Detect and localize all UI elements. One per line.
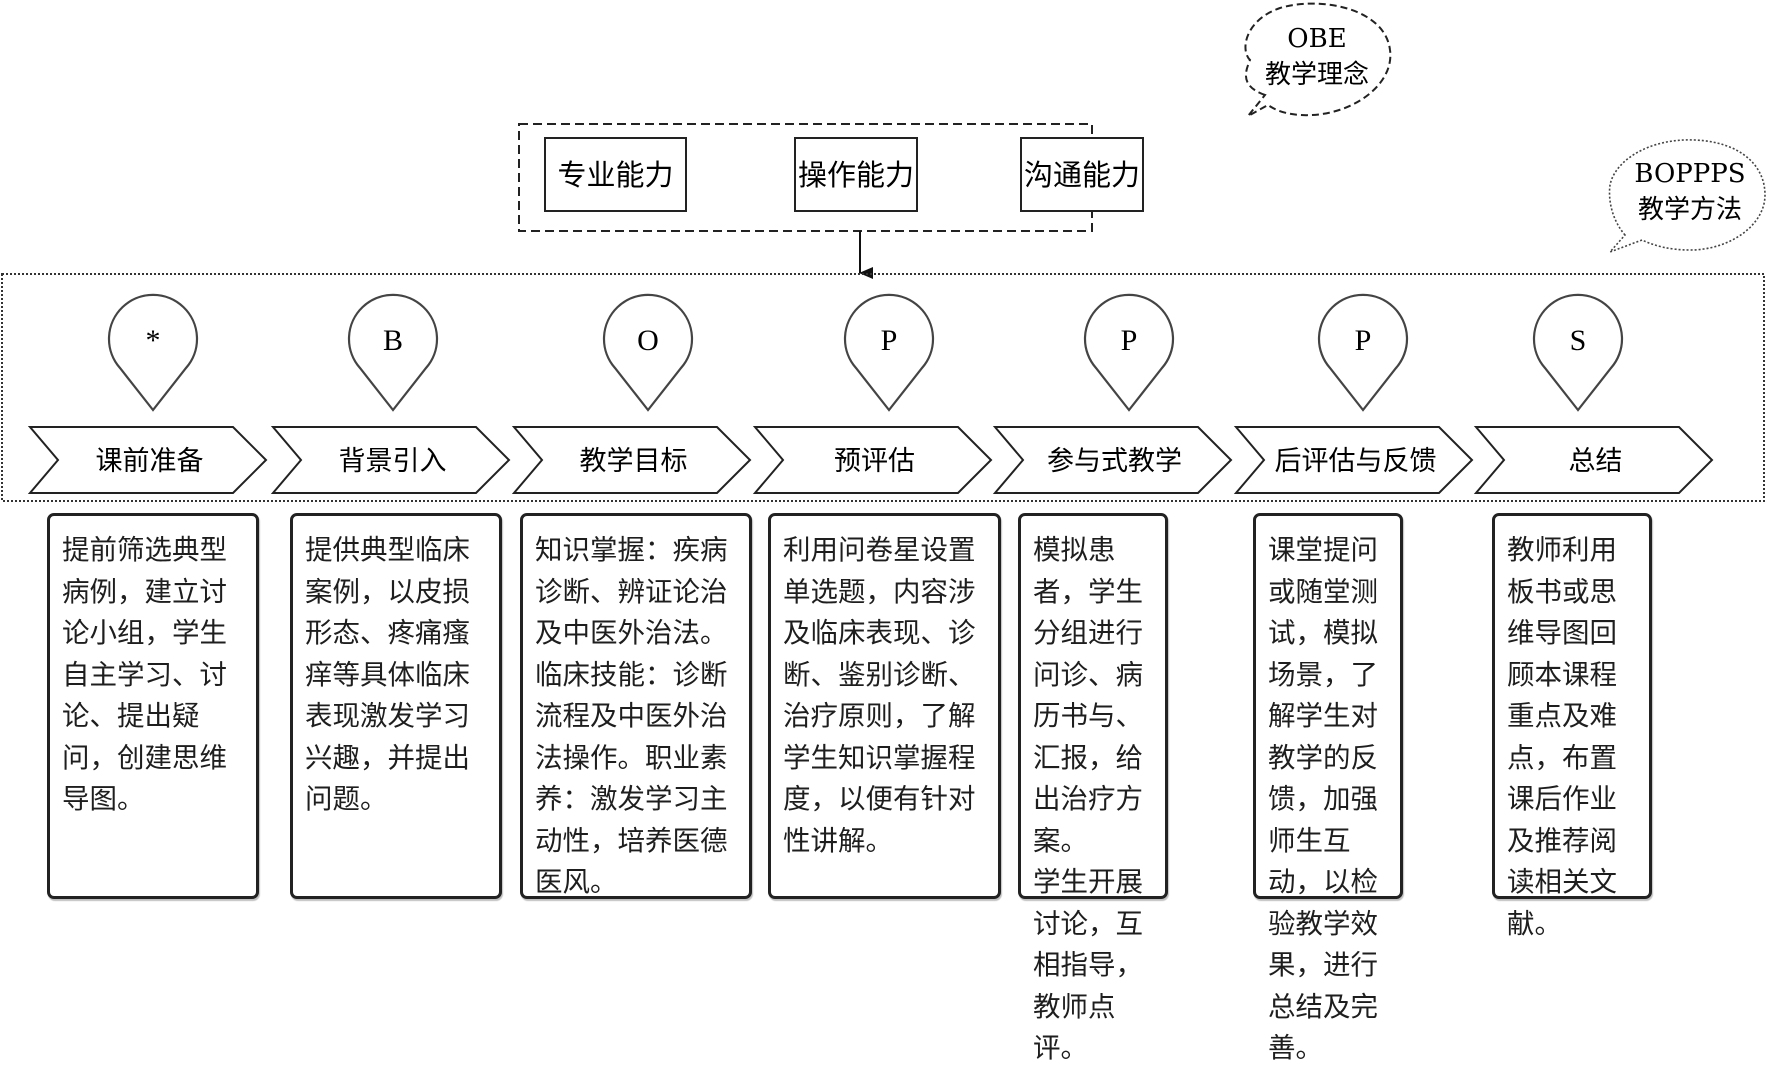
pin-outline — [1083, 293, 1175, 412]
stage-label: 后评估与反馈 — [1275, 446, 1437, 477]
stage-label: 课前准备 — [96, 446, 204, 477]
chevron-shape — [270, 426, 511, 494]
ability-box-professional — [544, 137, 687, 212]
stage-description: 模拟患者，学生分组进行问诊、病历书与、汇报，给出治疗方案。 学生开展讨论，互相指… — [1018, 513, 1168, 1064]
boppps-bubble-line2: 教学方法 — [1638, 195, 1742, 225]
stage-letter: P — [1355, 324, 1372, 357]
pin-outline — [107, 293, 199, 412]
stage-letter: O — [637, 324, 659, 357]
chevron-shape — [27, 426, 268, 494]
pin-outline — [602, 293, 694, 412]
boppps-bubble-outline — [1608, 139, 1766, 253]
pin-outline — [1317, 293, 1409, 412]
stage-chevrons: 课前准备 背景引入 教学目标 预评估 参与式教学 后评估与反馈 总结 — [27, 426, 1714, 494]
pin-outline — [1532, 293, 1624, 412]
stage-label: 总结 — [1569, 446, 1623, 477]
stage-description: 提供典型临床案例，以皮损形态、疼痛瘙痒等具体临床表现激发学习兴趣，并提出问题。 — [290, 513, 502, 899]
stage-label: 教学目标 — [580, 446, 688, 477]
stage-chevron: 预评估 — [752, 426, 993, 494]
stage-letter: B — [383, 324, 403, 357]
stage-letter: * — [146, 324, 161, 357]
abilities-group: 专业能力 操作能力 沟通能力 — [518, 123, 1144, 232]
stage-chevron: 后评估与反馈 — [1233, 426, 1474, 494]
stage-label: 背景引入 — [339, 446, 447, 477]
chevron-shape — [1233, 426, 1474, 494]
ability-label-professional: 专业能力 — [557, 158, 673, 192]
stage-pin: * — [107, 293, 199, 412]
ability-label-operation: 操作能力 — [798, 158, 914, 192]
stage-description: 利用问卷星设置单选题，内容涉及临床表现、诊断、鉴别诊断、治疗原则，了解学生知识掌… — [768, 513, 1001, 899]
stage-label: 预评估 — [834, 446, 915, 477]
pin-outline — [843, 293, 935, 412]
stage-letter: P — [1121, 324, 1138, 357]
stage-letter: P — [881, 324, 898, 357]
stage-description: 教师利用板书或思维导图回顾本课程重点及难点，布置课后作业及推荐阅读相关文献。 — [1492, 513, 1652, 940]
stage-pin: O — [602, 293, 694, 412]
stage-chevron: 参与式教学 — [992, 426, 1233, 494]
abilities-container — [518, 123, 1093, 232]
boppps-method-bubble: BOPPPS 教学方法 — [1608, 139, 1766, 253]
chevron-shape — [752, 426, 993, 494]
stage-description: 课堂提问或随堂测试，模拟场景，了解学生对教学的反馈，加强师生互动，以检验教学效果… — [1253, 513, 1403, 1064]
stage-chevron: 总结 — [1473, 426, 1714, 494]
obe-bubble-outline — [1244, 2, 1392, 117]
stage-chevron: 背景引入 — [270, 426, 511, 494]
stage-chevron: 课前准备 — [27, 426, 268, 494]
ability-box-operation — [794, 137, 918, 212]
stage-pin: P — [1317, 293, 1409, 412]
stage-pin: S — [1532, 293, 1624, 412]
process-container — [1, 273, 1765, 502]
stage-pin: B — [347, 293, 439, 412]
chevron-shape — [1473, 426, 1714, 494]
chevron-shape — [511, 426, 752, 494]
stage-chevron: 教学目标 — [511, 426, 752, 494]
stage-description: 提前筛选典型病例，建立讨论小组，学生自主学习、讨论、提出疑问，创建思维导图。 — [47, 513, 259, 899]
stage-pin: P — [843, 293, 935, 412]
stage-pins: * B O P P P S — [107, 293, 1624, 412]
chevron-shape — [992, 426, 1233, 494]
stage-pin: P — [1083, 293, 1175, 412]
boppps-bubble-line1: BOPPPS — [1634, 159, 1745, 189]
obe-bubble-line2: 教学理念 — [1265, 60, 1369, 90]
stage-letter: S — [1570, 324, 1587, 357]
ability-box-communication — [1020, 137, 1144, 212]
obe-bubble-line1: OBE — [1287, 24, 1346, 54]
stage-label: 参与式教学 — [1047, 446, 1182, 477]
ability-label-communication: 沟通能力 — [1024, 158, 1140, 192]
obe-concept-bubble: OBE 教学理念 — [1244, 2, 1392, 117]
stage-description: 知识掌握：疾病诊断、辨证论治及中医外治法。临床技能：诊断流程及中医外治法操作。职… — [520, 513, 752, 899]
pin-outline — [347, 293, 439, 412]
